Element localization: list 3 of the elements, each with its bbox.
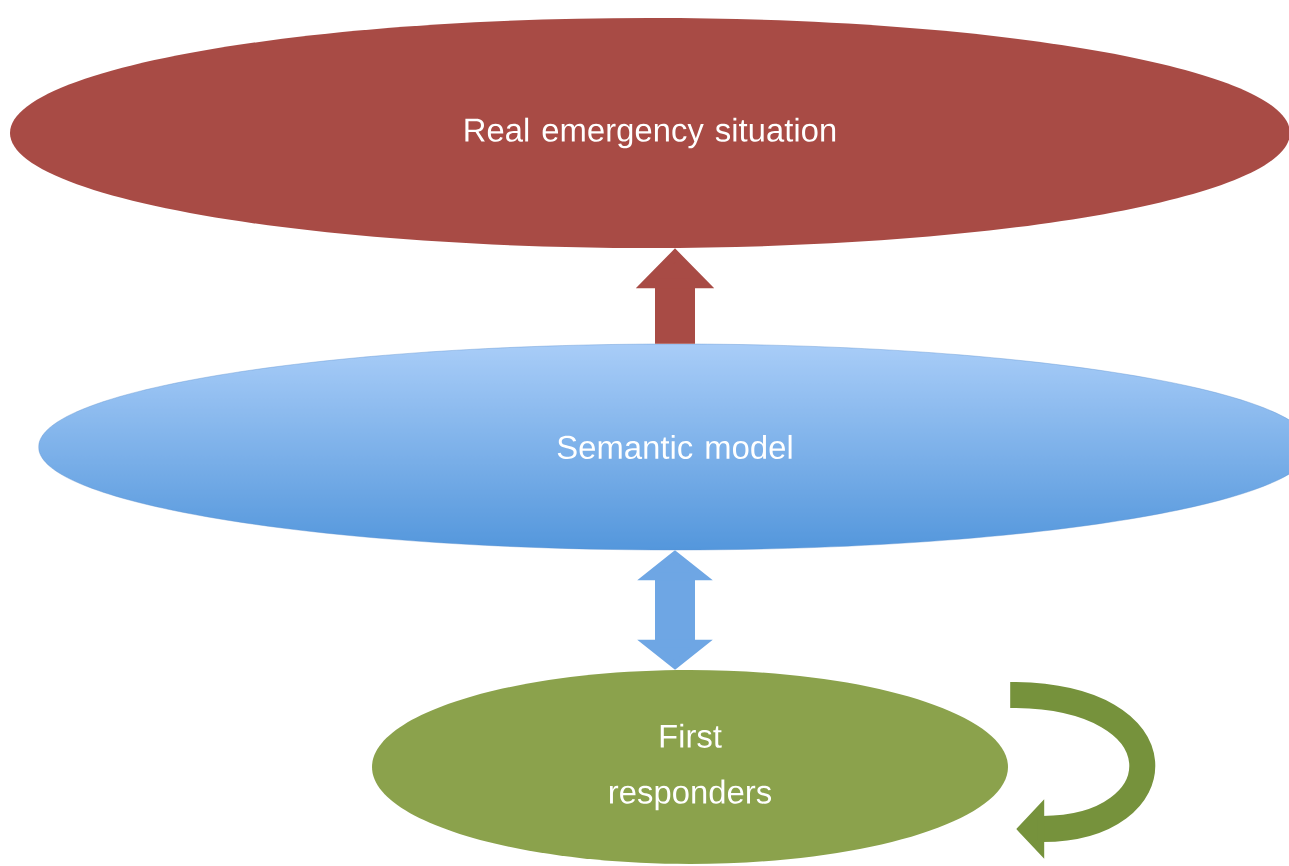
ellipse-node: Real emergency situation (10, 18, 1289, 248)
ellipse-node: First responders (372, 670, 1008, 864)
curved-arrow (1009, 682, 1155, 859)
